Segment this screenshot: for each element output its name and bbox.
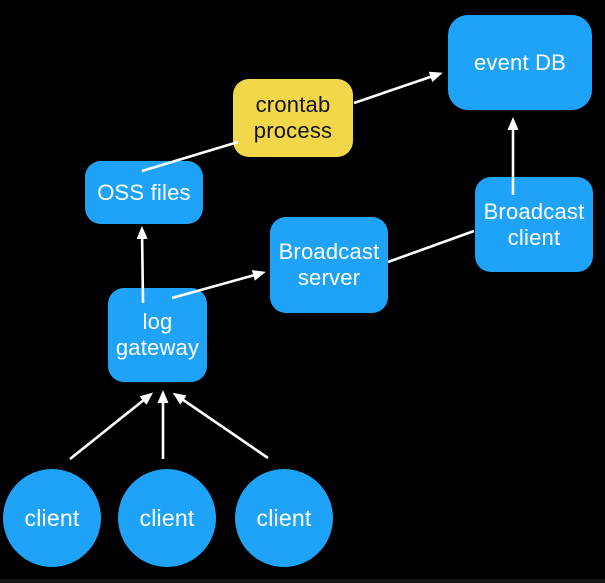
- arrow-client3-to-log-gateway: [172, 392, 269, 460]
- node-oss-files: OSS files: [85, 161, 203, 224]
- node-oss-files-label: OSS files: [97, 179, 191, 205]
- node-broadcast-client-label: Broadcast client: [483, 198, 585, 250]
- node-client-3-label: client: [256, 504, 312, 531]
- node-crontab-process-label: crontab process: [253, 92, 333, 143]
- node-event-db-label: event DB: [473, 49, 567, 75]
- node-broadcast-server: Broadcast server: [270, 217, 388, 313]
- node-client-3: client: [235, 469, 333, 567]
- arrow-crontab-process-to-event-db: [353, 71, 443, 105]
- node-crontab-process: crontab process: [233, 79, 353, 157]
- node-broadcast-client: Broadcast client: [475, 177, 593, 272]
- bottom-edge-strip: [0, 579, 605, 583]
- node-event-db: event DB: [448, 15, 592, 110]
- node-client-2-label: client: [139, 504, 195, 531]
- arrow-client1-to-log-gateway: [69, 392, 154, 461]
- line-broadcast-server-to-broadcast-client: [387, 229, 475, 264]
- node-log-gateway: log gateway: [108, 288, 207, 382]
- node-client-1-label: client: [24, 504, 80, 531]
- node-client-2: client: [118, 469, 216, 567]
- node-log-gateway-label: log gateway: [115, 309, 200, 360]
- node-client-1: client: [3, 469, 101, 567]
- node-broadcast-server-label: Broadcast server: [278, 239, 380, 290]
